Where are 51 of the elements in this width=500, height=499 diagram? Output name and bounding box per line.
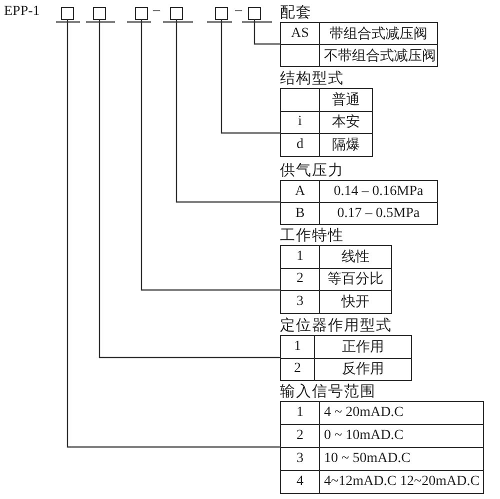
code-cell: B [280,202,320,224]
code-cell: 2 [280,358,314,380]
table-heading: 定位器作用型式 [280,318,393,335]
placeholder-square [170,7,183,20]
description-cell: 0.14 – 0.16MPa [320,180,438,202]
code-cell: 2 [280,268,320,290]
description-cell: 普通 [320,88,372,111]
placeholder-square [93,7,106,20]
description-cell: 正作用 [314,336,412,358]
leader-line [176,20,280,203]
code-cell: AS [280,22,320,44]
description-cell: 等百分比 [320,268,392,290]
hyphen: – [235,3,242,19]
placeholder-square [135,7,148,20]
description-cell: 10 ~ 50mAD.C [320,448,484,470]
description-cell: 带组合式减压阀 [320,22,438,44]
leader-line [254,20,280,45]
hyphen: – [153,3,160,19]
table-heading: 工作特性 [280,228,345,245]
table-heading: 配套 [280,5,313,22]
code-cell: 3 [280,290,320,313]
description-cell: 0.17 – 0.5MPa [320,202,438,224]
code-cell: A [280,180,320,202]
description-cell: 0 ~ 10mAD.C [320,424,484,448]
code-cell: i [280,111,320,134]
table-heading: 结构型式 [280,71,345,88]
leader-line [220,20,280,134]
model-code: EPP-1 [4,4,40,20]
leader-line [98,20,280,358]
code-cell: 1 [280,336,314,358]
code-cell: 4 [280,470,320,494]
table-heading: 输入信号范围 [280,384,377,401]
code-cell: 1 [280,246,320,268]
description-cell: 快开 [320,290,392,313]
description-cell: 隔爆 [320,134,372,156]
description-cell: 本安 [320,111,372,134]
placeholder-square [215,7,228,20]
leader-line [66,20,280,448]
placeholder-square [248,7,261,20]
code-cell: 1 [280,402,320,424]
code-cell: 3 [280,448,320,470]
code-cell: d [280,134,320,156]
description-cell: 4~12mAD.C 12~20mAD.C [320,470,484,494]
description-cell: 线性 [320,246,392,268]
leader-line [140,20,280,291]
description-cell: 4 ~ 20mAD.C [320,402,484,424]
table-heading: 供气压力 [280,163,345,180]
description-cell: 不带组合式减压阀 [320,44,438,66]
code-cell: 2 [280,424,320,448]
description-cell: 反作用 [314,358,412,380]
placeholder-square [61,7,74,20]
